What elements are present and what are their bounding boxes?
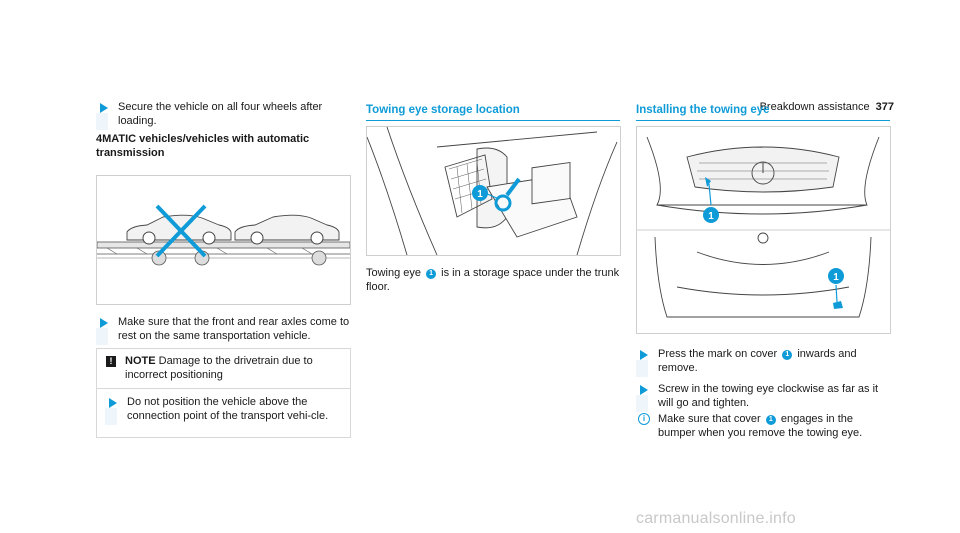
play-triangle-icon [109,398,117,408]
note-text: Damage to the drivetrain due to incorrec… [125,355,313,381]
callout-badge-icon: 1 [426,269,437,279]
note-header: ! NOTE Damage to the drivetrain due to i… [97,349,350,389]
figure-transport-vehicle [96,175,351,305]
figure-bumper-views: 1 1 [636,126,891,334]
running-header: Breakdown assistance 377 [760,101,894,113]
note-box: ! NOTE Damage to the drivetrain due to i… [96,348,351,438]
info-cover-engage: i Make sure that cover 1 engages in the … [636,413,892,440]
play-triangle-icon [100,103,108,113]
exclamation-icon: ! [106,356,116,367]
figure-trunk-storage: 1 [366,126,621,256]
note-label: NOTE [125,355,156,367]
callout-badge-icon: 1 [477,189,483,200]
callout-badge-icon: 1 [765,415,776,425]
note-instruction: Do not position the vehicle above the co… [105,396,342,425]
info-icon: i [638,413,650,425]
section-title-storage: Towing eye storage location [366,104,620,121]
instruction-axles: Make sure that the front and rear axles … [96,316,350,345]
callout-badge-icon: 1 [782,350,793,360]
column-left: Secure the vehicle on all four wheels af… [96,101,350,160]
callout-badge-icon: 1 [833,272,839,283]
instruction-press-cover: Press the mark on cover 1 inwards and re… [636,348,892,377]
play-triangle-icon [640,350,648,360]
subheading-4matic: 4MATIC vehicles/vehicles with automatic … [96,133,310,159]
instruction-screw-in: Screw in the towing eye clockwise as far… [636,383,892,412]
play-triangle-icon [640,385,648,395]
watermark: carmanualsonline.info [636,510,796,527]
instruction-secure: Secure the vehicle on all four wheels af… [96,101,350,130]
storage-description: Towing eye 1 is in a storage space under… [366,267,620,293]
play-triangle-icon [100,318,108,328]
section-name: Breakdown assistance [759,101,870,113]
column-right-text: Press the mark on cover 1 inwards and re… [636,348,892,440]
section-title-installing: Installing the towing eye [636,104,890,121]
page-number: 377 [875,101,894,113]
column-left-lower: Make sure that the front and rear axles … [96,316,350,345]
callout-badge-icon: 1 [708,211,714,222]
